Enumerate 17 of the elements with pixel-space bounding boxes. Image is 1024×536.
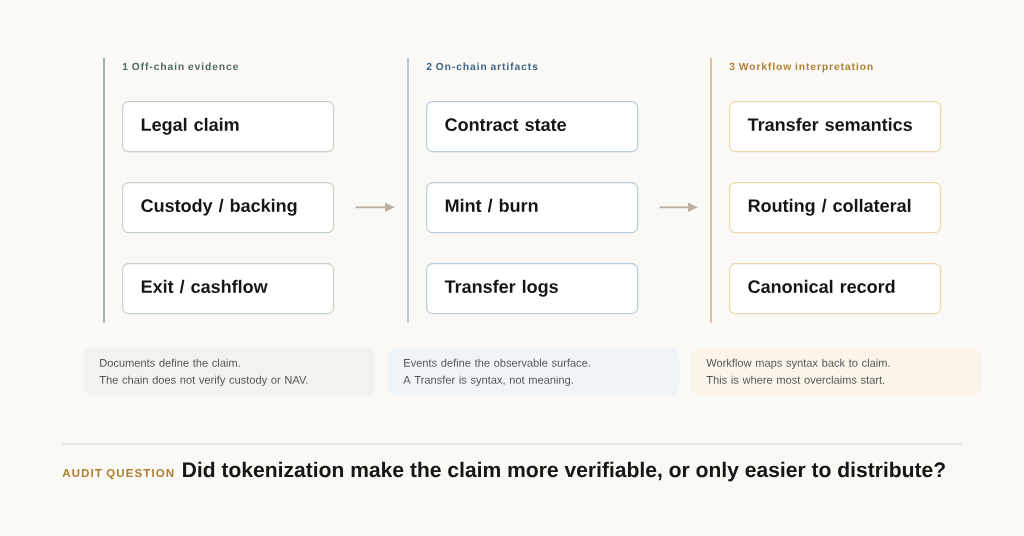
process-box: Custody / backing <box>122 182 335 234</box>
process-box: Mint / burn <box>426 182 639 234</box>
process-box: Transfer semantics <box>729 101 942 153</box>
process-box: Routing / collateral <box>729 182 942 234</box>
column-heading: 3 Workflow interpretation <box>729 62 873 73</box>
process-box: Exit / cashflow <box>122 263 335 315</box>
process-box: Canonical record <box>729 263 942 315</box>
column-heading: 2 On-chain artifacts <box>426 62 538 71</box>
column-heading: 1 Off-chain evidence <box>122 62 239 71</box>
question-text: Did tokenization make the claim more verifiable, or only easier to distribute? <box>183 461 945 482</box>
process-box: Contract state <box>426 101 639 153</box>
process-box: Legal claim <box>122 101 335 153</box>
note-panel: Events define the observable surface. A Transfer is syntax, not meaning. <box>387 348 680 396</box>
note-panel: Documents define the claim. The chain does not verify custody or NAV. <box>83 348 376 396</box>
process-box: Transfer logs <box>426 263 639 315</box>
section-label: AUDIT QUESTION <box>62 469 174 480</box>
note-panel: Workflow maps syntax back to claim. This is where most overclaims start. <box>690 348 983 396</box>
